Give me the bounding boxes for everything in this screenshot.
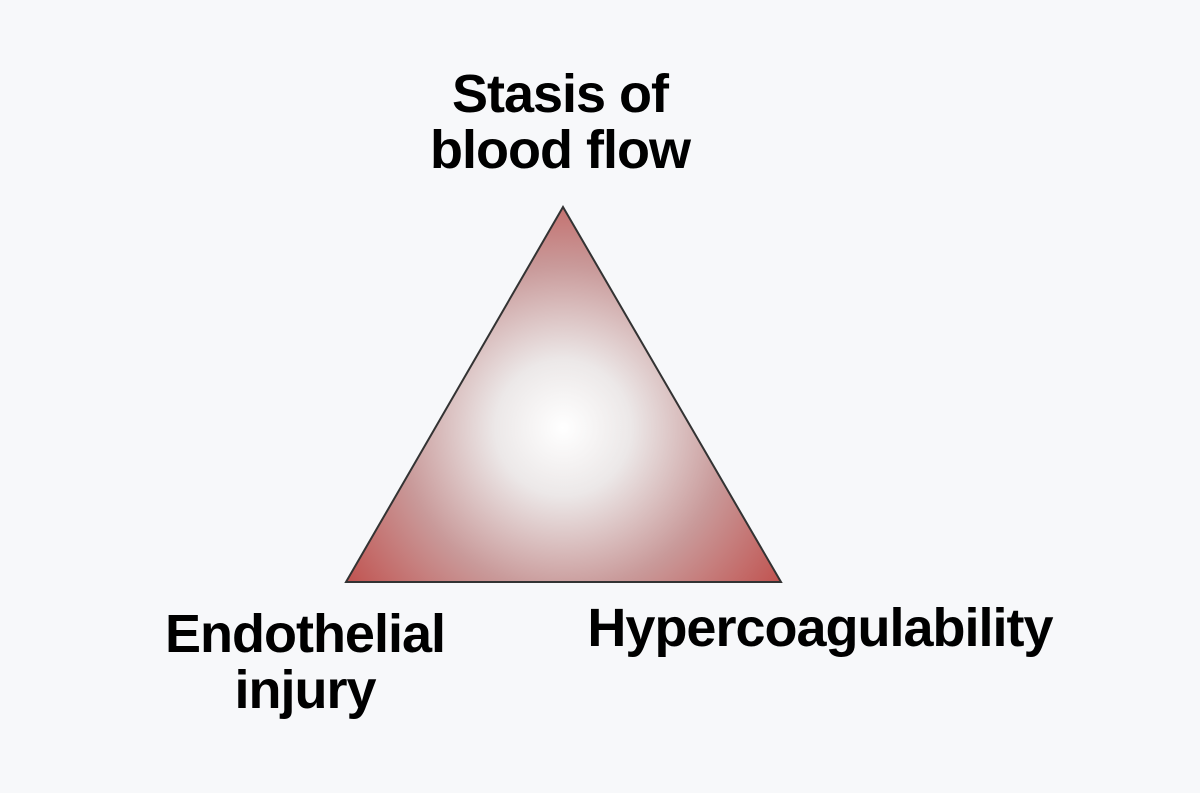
label-hypercoagulability-line1: Hypercoagulability <box>587 598 1053 658</box>
label-hypercoagulability: Hypercoagulability <box>560 600 1080 656</box>
label-endothelial-injury: Endothelial injury <box>105 606 505 718</box>
label-stasis-line2: blood flow <box>430 120 691 180</box>
label-stasis-line1: Stasis of <box>451 64 669 124</box>
label-stasis-of-blood-flow: Stasis of blood flow <box>360 66 760 178</box>
virchow-triangle <box>344 205 783 583</box>
label-endothelial-line2: injury <box>234 660 376 720</box>
label-endothelial-line1: Endothelial <box>164 604 446 664</box>
